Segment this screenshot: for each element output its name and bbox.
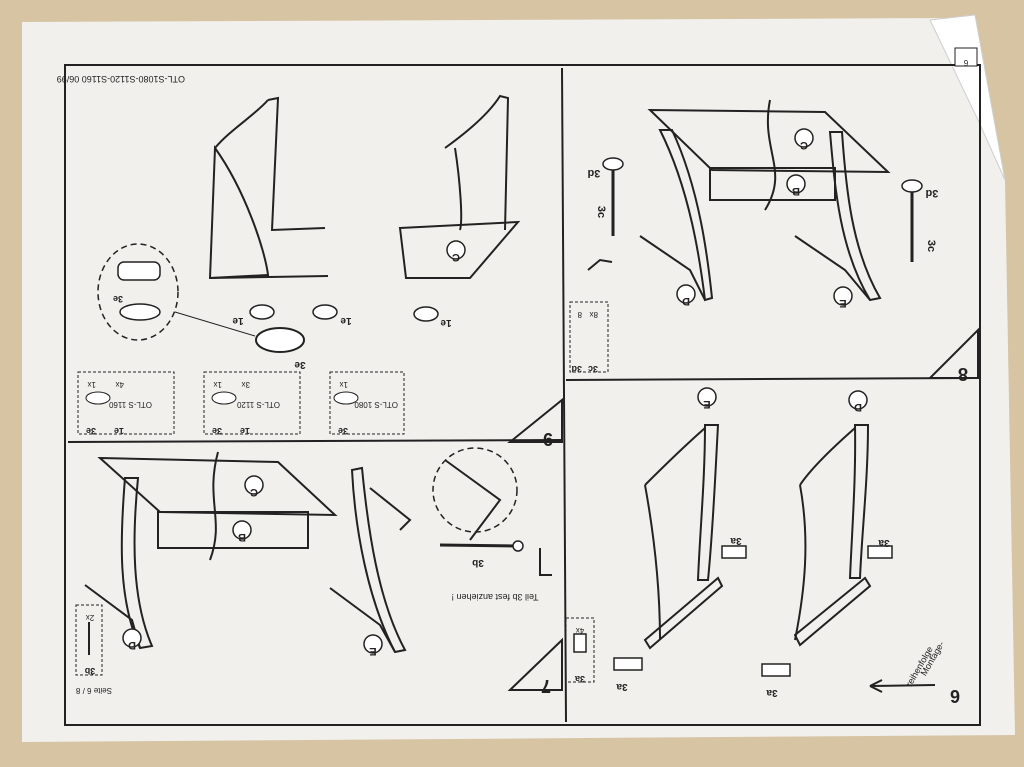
kit-8-part2: 3d	[571, 364, 582, 374]
kit-8-qty2: 8	[577, 310, 582, 319]
step-7-part-e: E	[369, 645, 376, 657]
corner-box	[954, 47, 978, 67]
step-6-part-e: E	[703, 398, 710, 410]
zoom-circle	[97, 243, 179, 341]
variant-1080-model: OTL-S 1080	[354, 400, 398, 409]
page-label: Seite 6 / 8	[75, 686, 112, 695]
step-7-panel: 7 C B D E 3b Teil 3b fest anziehen ! 2x …	[75, 447, 563, 696]
step-8-part-c: C	[800, 139, 808, 151]
variant-1160-model: OTL-S 1160	[108, 400, 152, 409]
variant-1160-part2: 1e	[114, 426, 124, 436]
step-7-kit	[75, 604, 103, 676]
kit-6-part: 3a	[574, 674, 585, 684]
corner-mark: 6	[963, 58, 968, 67]
step-7-desktop	[97, 456, 338, 517]
variant-1120-part1: 3e	[212, 426, 222, 436]
variant-1120-part2: 1e	[240, 426, 250, 436]
callout-3b: 3b	[472, 557, 484, 568]
step-9-frame-left	[208, 145, 270, 280]
step-9-part-c: C	[452, 251, 460, 263]
step-9-panel-c	[398, 220, 521, 279]
callout-3e-a: 3e	[294, 359, 306, 370]
arrow-left-icon	[869, 679, 936, 693]
kit-8-qty1: 8x	[590, 310, 598, 319]
callout-1e-a: 1e	[232, 315, 244, 326]
header-code: OTL-S1080-S1120-S1160 06/99	[57, 74, 185, 84]
step-8-number: 8	[958, 364, 968, 384]
step-7-part-d: D	[128, 639, 136, 651]
variant-1120-qty1: 1x	[214, 380, 222, 389]
kit-6-qty: 4x	[576, 626, 584, 635]
kit-8-part1: 3c	[588, 364, 598, 374]
callout-3a-b: 3a	[878, 537, 890, 548]
callout-3d-b: 3d	[926, 187, 939, 199]
instruction-frame	[64, 64, 981, 726]
callout-3d-a: 3d	[588, 167, 601, 179]
callout-3e-b: 3e	[113, 294, 123, 304]
step-8-part-e: E	[839, 297, 846, 309]
step-8-kit	[569, 301, 609, 373]
variant-1120-model: OTL-S 1120	[236, 400, 280, 409]
step-8-panel: 8 C B D E 3d 3c 3d 3c 8x 8 3c 3d	[569, 99, 979, 384]
callout-3a-a: 3a	[730, 535, 742, 546]
variant-1080-qty: 1x	[340, 380, 348, 389]
callout-3a-d: 3a	[766, 687, 778, 698]
step-7-part-b: B	[238, 531, 246, 543]
callout-3c-b: 3c	[925, 240, 937, 252]
step-8-desktop	[647, 108, 891, 174]
variant-1160-part1: 3e	[86, 426, 96, 436]
step-6-number: 6	[950, 686, 960, 706]
step-6-kit	[565, 617, 595, 683]
step-8-part-d: D	[682, 295, 690, 307]
variant-box-1120	[203, 371, 301, 435]
step-7-part-c: C	[250, 486, 258, 498]
kit-7-qty: 2x	[86, 613, 94, 622]
step-7-number: 7	[541, 676, 551, 696]
step-9-number: 9	[543, 429, 553, 449]
step-9-panel: 9 C 1e 1e 1e 3e 3e OTL-S 1160 1x 4x 3e	[77, 94, 563, 449]
variant-1160-qty2: 4x	[116, 380, 124, 389]
kit-7-part: 3b	[84, 666, 95, 676]
curled-corner	[929, 14, 1006, 181]
caster-3e	[255, 327, 305, 353]
step-7-note: Teil 3b fest anziehen !	[451, 592, 538, 602]
callout-3c-a: 3c	[595, 206, 607, 218]
step-6-part-d: D	[854, 401, 862, 413]
variant-box-1160	[77, 371, 175, 435]
callout-1e-c: 1e	[440, 317, 452, 328]
variant-box-1080	[329, 371, 405, 435]
variant-1160-qty1: 1x	[88, 380, 96, 389]
callout-1e-b: 1e	[340, 315, 352, 326]
step-8-part-b: B	[792, 185, 800, 197]
paper-sheet	[22, 18, 1015, 742]
variant-1080-part: 3e	[338, 426, 348, 436]
callout-3a-c: 3a	[616, 681, 628, 692]
variant-1120-qty2: 3x	[242, 380, 250, 389]
